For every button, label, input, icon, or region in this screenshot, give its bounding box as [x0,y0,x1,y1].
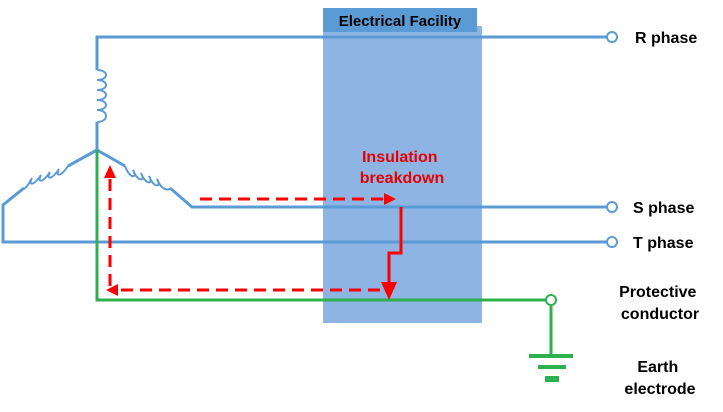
fault-arrowhead-right [384,193,396,205]
s-phase-terminal [606,201,618,213]
earth-electrode-icon [529,354,573,382]
facility-box [323,26,482,323]
r-phase-terminal [606,31,618,43]
earth-electrode-label: Earth electrode [624,359,695,398]
t-phase-label: T phase [633,235,694,252]
fault-arrowhead-left [106,284,118,296]
r-phase-wire [95,35,608,150]
r-phase-label: R phase [635,30,697,47]
fault-arrowhead-up [104,165,116,178]
fault-label: Insulation breakdown [360,149,444,187]
r-phase-coil [96,69,107,123]
s-phase-label: S phase [633,200,694,217]
fault-path-breakdown [387,207,403,284]
facility-label: Electrical Facility [339,13,462,30]
fault-arrowhead-down [381,282,397,300]
s-phase-coil [124,165,171,191]
t-phase-coil [22,165,69,190]
facility-header [323,8,477,32]
protective-conductor-label: Protective conductor [619,284,701,323]
s-phase-wire [96,148,608,209]
t-phase-terminal [606,236,618,248]
t-phase-wire [1,148,608,244]
protective-conductor-wire [95,150,551,302]
protective-conductor-node [545,294,557,306]
